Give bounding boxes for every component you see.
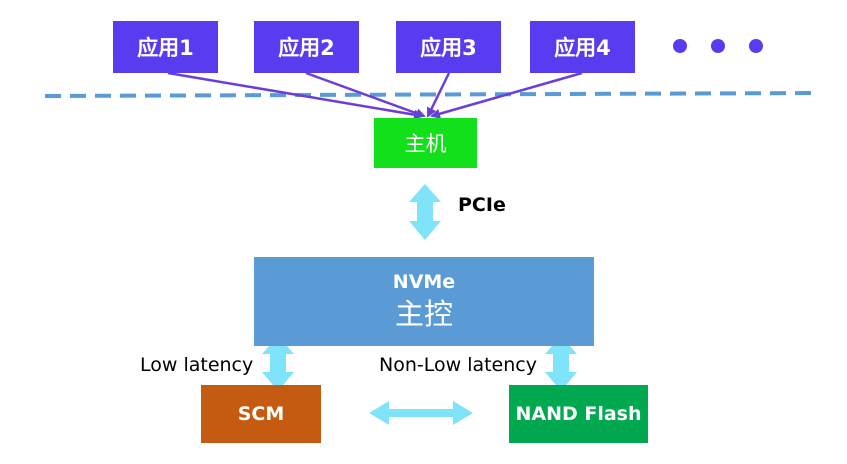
non-low-latency-double-arrow (545, 336, 577, 391)
app-box-2: 应用2 (254, 21, 359, 73)
app-box-1: 应用1 (113, 21, 218, 73)
app-box-3: 应用3 (396, 21, 501, 73)
connector-app3-host (426, 72, 451, 118)
nand-flash-box: NAND Flash (509, 385, 648, 443)
app-label-2: 应用2 (278, 36, 335, 60)
scm-label: SCM (237, 403, 285, 425)
boundary-dashed-line (44, 91, 821, 98)
app-label-3: 应用3 (420, 36, 477, 60)
host-box: 主机 (374, 118, 477, 168)
app-label-4: 应用4 (554, 36, 611, 60)
nvme-controller-box: NVMe 主控 (254, 257, 594, 346)
non-low-latency-label: Non-Low latency (379, 354, 537, 376)
connector-app2-host (305, 71, 426, 118)
more-dot-3 (749, 39, 763, 53)
host-label: 主机 (404, 132, 447, 156)
app-box-4: 应用4 (530, 21, 635, 73)
low-latency-label: Low latency (140, 354, 254, 376)
more-dot-1 (673, 39, 687, 53)
pcie-label: PCIe (458, 194, 506, 216)
controller-subtitle: 主控 (394, 296, 453, 331)
scm-nand-double-arrow (369, 401, 473, 425)
low-latency-double-arrow (262, 336, 294, 391)
more-dot-2 (711, 39, 725, 53)
connector-app4-host (430, 71, 583, 119)
nand-label: NAND Flash (515, 403, 642, 425)
nvme-title: NVMe (392, 270, 456, 293)
app-label-1: 应用1 (137, 36, 194, 60)
scm-box: SCM (201, 385, 321, 443)
pcie-double-arrow (409, 184, 441, 240)
connector-app1-host (167, 71, 424, 120)
